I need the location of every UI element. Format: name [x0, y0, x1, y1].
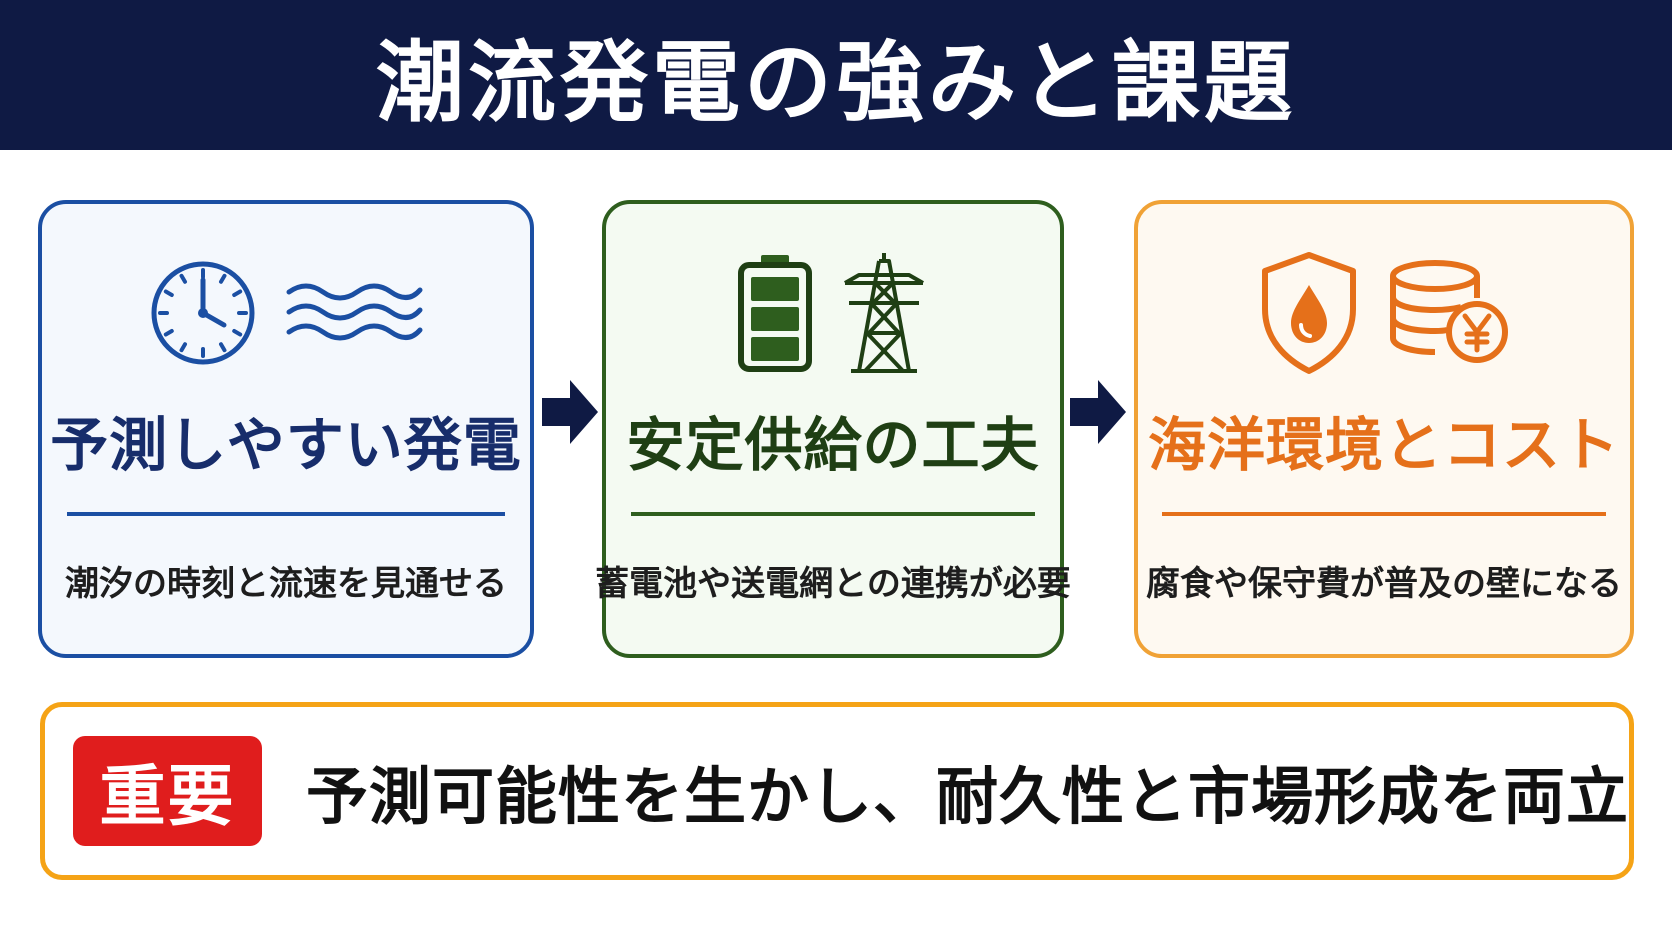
card-subtitle: 蓄電池や送電網との連携が必要: [595, 564, 1071, 604]
page-title: 潮流発電の強みと課題: [375, 30, 1296, 134]
card-title: 安定供給の工夫: [626, 411, 1040, 479]
divider: [631, 512, 1035, 516]
card-marine-environment-cost: 海洋環境とコスト 腐食や保守費が普及の壁になる: [1134, 200, 1634, 658]
card-icons: [606, 204, 1060, 380]
important-callout: 重要 予測可能性を生かし、耐久性と市場形成を両立: [40, 702, 1634, 880]
card-title: 予測しやすい発電: [50, 411, 522, 479]
divider: [67, 512, 505, 516]
card-stable-supply: 安定供給の工夫 蓄電池や送電網との連携が必要: [595, 200, 1071, 658]
card-icons: [42, 204, 530, 380]
header-banner: 潮流発電の強みと課題: [0, 0, 1672, 150]
important-badge: 重要: [73, 736, 262, 846]
power-tower-icon: [844, 253, 924, 373]
arrow-right-icon: [542, 380, 598, 444]
card-title: 海洋環境とコスト: [1147, 411, 1620, 479]
battery-icon: [738, 255, 812, 372]
waves-icon: [286, 283, 423, 341]
coins-yen-icon: [1390, 260, 1508, 363]
card-icons: [1138, 204, 1630, 380]
clock-icon: [151, 261, 255, 365]
card-subtitle: 腐食や保守費が普及の壁になる: [1146, 564, 1622, 604]
arrow-right-icon: [1070, 380, 1126, 444]
important-text: 予測可能性を生かし、耐久性と市場形成を両立: [305, 760, 1629, 833]
shield-drop-icon: [1262, 252, 1356, 374]
divider: [1162, 512, 1606, 516]
card-predictable: 予測しやすい発電 潮汐の時刻と流速を見通せる: [38, 200, 534, 658]
card-subtitle: 潮汐の時刻と流速を見通せる: [65, 564, 507, 604]
